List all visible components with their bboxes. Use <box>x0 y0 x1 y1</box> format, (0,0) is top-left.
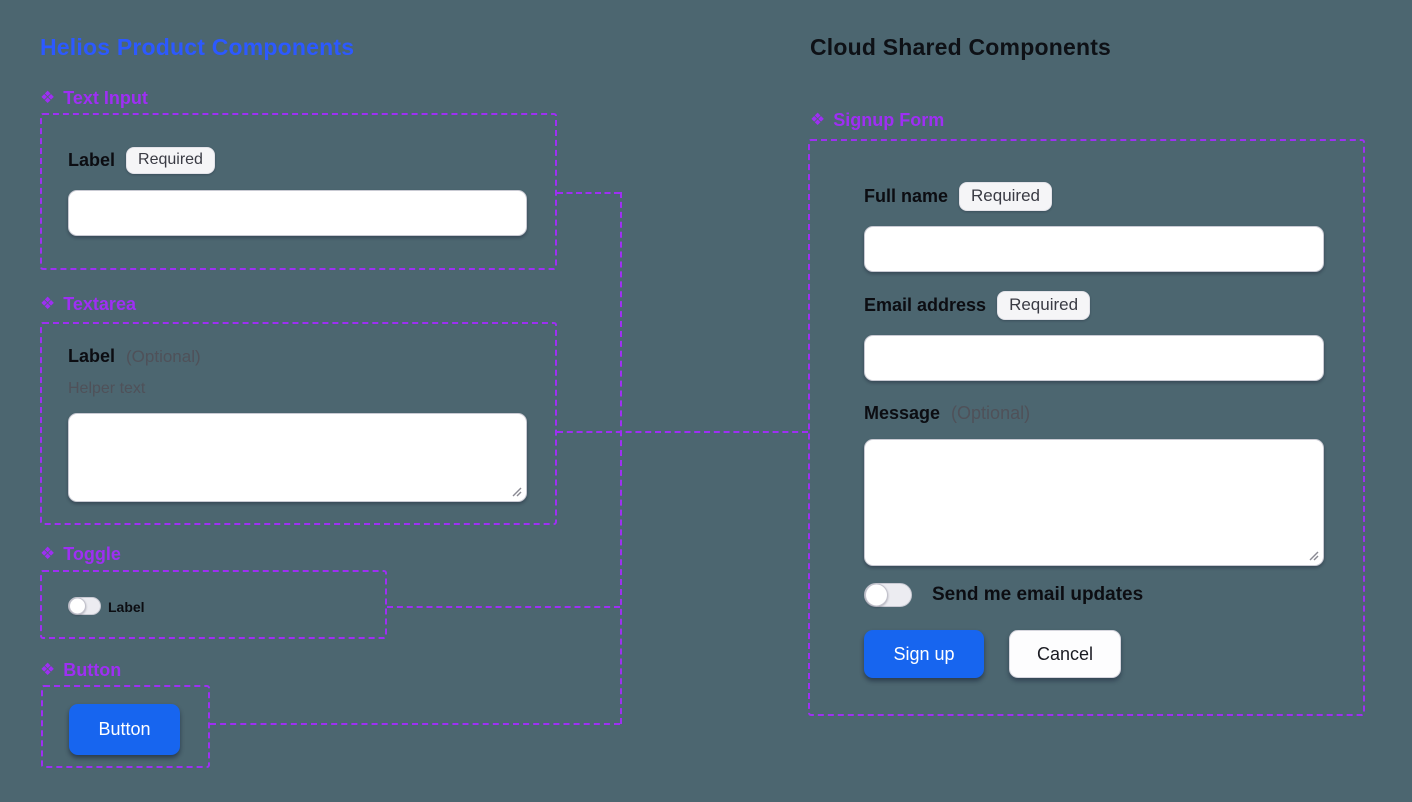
toggle-label: Label <box>108 599 145 615</box>
text-input-label: Label <box>68 150 116 170</box>
connector-toggle <box>387 606 620 608</box>
annotation-text-input: ❖ Text Input <box>40 88 148 109</box>
message-textarea[interactable] <box>864 439 1324 566</box>
textarea-label: Label <box>68 346 116 366</box>
component-icon: ❖ <box>40 544 56 564</box>
toggle-knob <box>69 597 86 615</box>
optional-suffix: (Optional) <box>126 346 201 366</box>
toggle-component-frame: Label <box>40 570 387 639</box>
component-icon: ❖ <box>810 110 826 130</box>
required-badge: Required <box>126 147 215 174</box>
full-name-input[interactable] <box>864 226 1324 272</box>
component-icon: ❖ <box>40 88 56 108</box>
text-input-field[interactable] <box>68 190 527 236</box>
connector-trunk <box>620 192 622 724</box>
annotation-text-input-label: Text Input <box>63 88 148 108</box>
cancel-button[interactable]: Cancel <box>1009 630 1121 678</box>
annotation-button-label: Button <box>63 660 122 680</box>
annotation-signup-form: ❖ Signup Form <box>810 110 944 131</box>
helios-title: Helios Product Components <box>40 34 355 60</box>
button-component-frame: Button <box>41 685 210 768</box>
message-optional-suffix: (Optional) <box>951 403 1031 423</box>
toggle-knob <box>865 583 888 607</box>
annotation-textarea: ❖ Textarea <box>40 294 136 315</box>
annotation-button: ❖ Button <box>40 660 121 681</box>
annotation-signup-form-label: Signup Form <box>833 110 945 130</box>
text-input-component-frame: Label Required <box>40 113 557 270</box>
annotation-toggle-label: Toggle <box>63 544 121 564</box>
message-label: Message <box>864 403 941 423</box>
connector-text-input <box>557 192 620 194</box>
annotation-toggle: ❖ Toggle <box>40 544 121 565</box>
component-icon: ❖ <box>40 660 56 680</box>
connector-textarea <box>557 431 808 433</box>
textarea-field[interactable] <box>68 413 527 502</box>
signup-button[interactable]: Sign up <box>864 630 984 678</box>
email-updates-label: Send me email updates <box>932 584 1144 605</box>
toggle-switch[interactable] <box>68 597 101 615</box>
email-input[interactable] <box>864 335 1324 381</box>
full-name-label: Full name <box>864 186 949 206</box>
annotation-textarea-label: Textarea <box>63 294 136 314</box>
email-required-badge: Required <box>997 291 1091 320</box>
textarea-component-frame: Label (Optional) Helper text <box>40 322 557 525</box>
email-updates-toggle[interactable] <box>864 583 912 607</box>
signup-form-frame: Full name Required Email address Require… <box>808 139 1365 716</box>
full-name-required-badge: Required <box>959 182 1053 211</box>
helper-text: Helper text <box>68 380 146 397</box>
email-label: Email address <box>864 295 987 315</box>
component-icon: ❖ <box>40 294 56 314</box>
cloud-title: Cloud Shared Components <box>810 34 1112 60</box>
component-button[interactable]: Button <box>69 704 180 755</box>
connector-button <box>210 723 620 725</box>
